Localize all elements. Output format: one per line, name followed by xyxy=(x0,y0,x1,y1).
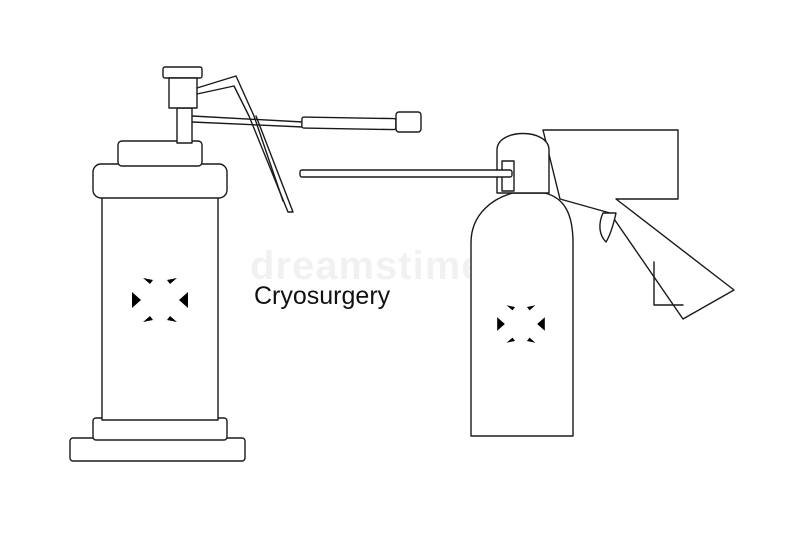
right-cryo-bottle xyxy=(299,129,735,437)
trigger xyxy=(599,212,617,243)
valve-head xyxy=(168,77,198,109)
trigger-lever-back xyxy=(196,85,294,213)
spray-tube xyxy=(191,115,304,123)
valve-stem xyxy=(176,107,193,144)
canister-base-plate xyxy=(69,437,246,462)
bottle-spray-tube xyxy=(299,169,513,178)
valve-cap xyxy=(162,66,203,79)
bottle-body xyxy=(470,192,574,437)
watermark: dreamstime xyxy=(250,244,485,288)
canister-base-ring xyxy=(92,417,228,441)
canister-body xyxy=(101,195,219,421)
pistol-grip xyxy=(542,129,735,320)
canister-lid xyxy=(117,140,203,167)
grip-guard xyxy=(653,261,684,306)
left-cryo-canister xyxy=(69,66,422,462)
spray-probe xyxy=(301,116,397,131)
trigger-lever xyxy=(196,75,284,202)
spray-tube-lower xyxy=(191,121,304,128)
spray-probe-tip xyxy=(395,111,422,133)
diagram-title: Cryosurgery xyxy=(254,282,391,310)
canister-collar xyxy=(92,163,228,199)
